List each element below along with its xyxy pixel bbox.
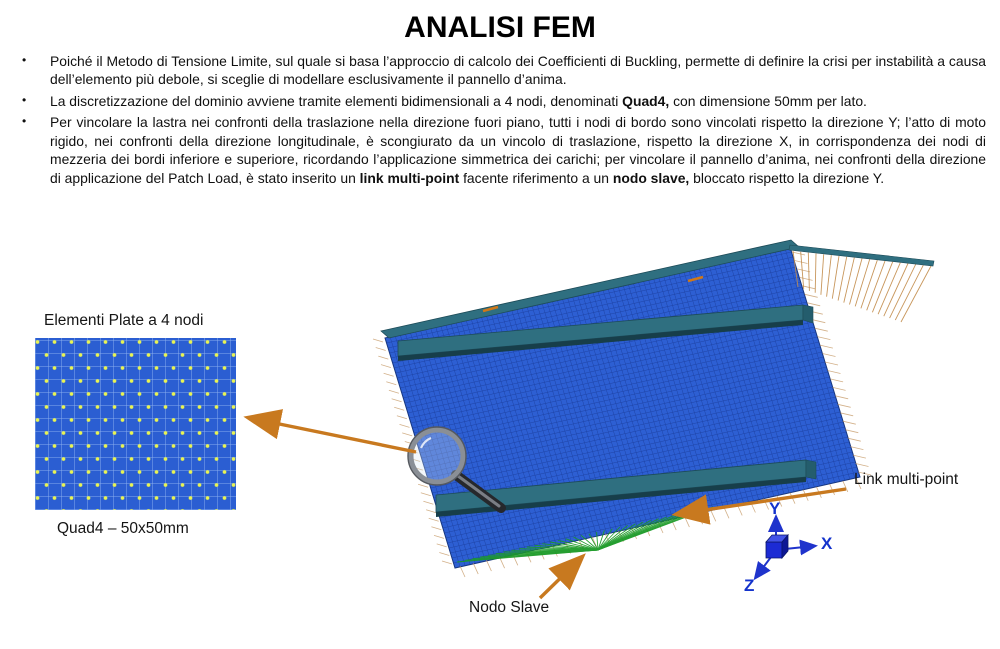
axis-z-label: Z — [744, 576, 755, 595]
top-flange-hatch — [792, 250, 932, 323]
quad4-mesh-detail-image — [35, 338, 236, 510]
bullet-text: con dimensione 50mm per lato. — [669, 92, 867, 109]
web-panel — [384, 246, 861, 569]
top-flange — [380, 239, 935, 339]
bullet-text: La discretizzazione del dominio avviene … — [50, 92, 623, 109]
arrow-link-multipoint — [671, 487, 847, 525]
arrow-nodo-slave — [538, 553, 586, 600]
axis-y-label: Y — [769, 499, 781, 518]
nodo-slave-label: Nodo Slave — [469, 599, 550, 616]
axis-cube — [765, 533, 789, 560]
bullet-item-1: • Poiché il Metodo di Tensione Limite, s… — [20, 52, 986, 89]
axis-x-label: X — [821, 534, 833, 553]
stiffener-lower — [435, 459, 817, 517]
bullet-list: • Poiché il Metodo di Tensione Limite, s… — [0, 52, 1000, 187]
bullet-item-2: • La discretizzazione del dominio avvien… — [20, 92, 986, 110]
quad4-caption: Quad4 – 50x50mm — [57, 520, 189, 537]
bullet-marker: • — [22, 92, 27, 107]
bullet-item-3: • Per vincolare la lastra nei confronti … — [20, 113, 986, 187]
bullet-text: facente riferimento a un — [459, 169, 613, 186]
stiffener-upper — [397, 304, 814, 361]
bullet-text: bloccato rispetto la direzione Y. — [689, 169, 885, 186]
plate-elements-label: Elementi Plate a 4 nodi — [44, 312, 204, 329]
load-tick-right — [687, 275, 704, 283]
load-tick-left — [482, 305, 499, 313]
magnifier-icon — [407, 426, 506, 513]
arrow-to-detail — [243, 409, 417, 454]
page-title: ANALISI FEM — [404, 11, 596, 44]
bullet-text: Poiché il Metodo di Tensione Limite, sul… — [50, 53, 986, 88]
bullet-text-bold: link multi-point — [359, 169, 460, 186]
link-multipoint-label: Link multi-point — [854, 471, 959, 488]
bullet-text-bold: Quad4, — [622, 92, 670, 109]
bullet-text: Per vincolare la lastra nei confronti de… — [50, 114, 986, 186]
bullet-marker: • — [22, 53, 27, 67]
bullet-marker: • — [22, 114, 27, 129]
bullet-text-bold: nodo slave, — [612, 169, 690, 186]
